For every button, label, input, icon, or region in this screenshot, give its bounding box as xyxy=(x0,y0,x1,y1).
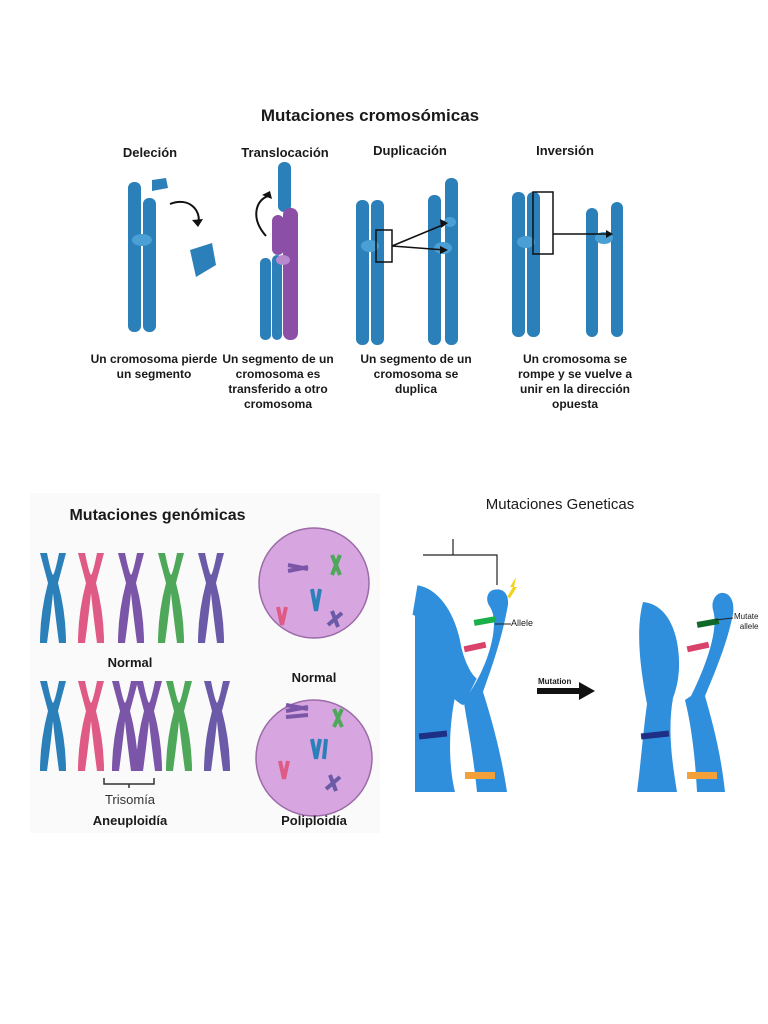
label-inversion: Inversión xyxy=(536,143,594,158)
genomicas-panel: Mutaciones genómicas xyxy=(30,493,380,833)
normal-karyotype-label: Normal xyxy=(107,655,153,670)
mutation-label: Mutation xyxy=(538,677,572,686)
mutated-allele-line: allele xyxy=(739,622,759,631)
caption-translocacion: Un segmento de un cromosoma es transferi… xyxy=(222,352,334,412)
caption-duplicacion: Un segmento de un cromosoma se duplica xyxy=(358,352,474,397)
poliploidia-label: Poliploidía xyxy=(281,813,347,828)
caption-inversion-line: rompe y se vuelve a xyxy=(517,367,633,381)
normal-cell-label: Normal xyxy=(291,670,337,685)
caption-translocacion-line: transferido a otro xyxy=(228,382,328,396)
label-delecion: Deleción xyxy=(122,145,178,160)
cromosomicas-diagram xyxy=(128,162,623,345)
mutated-allele-label: Mutate allele xyxy=(734,612,758,632)
mutation-arrow xyxy=(537,682,595,700)
caption-delecion-line: Un cromosoma pierde xyxy=(90,352,218,366)
caption-duplicacion-line: duplica xyxy=(394,382,437,396)
caption-translocacion-line: Un segmento de un xyxy=(222,352,334,366)
caption-delecion-line: un segmento xyxy=(116,367,192,381)
caption-duplicacion-line: cromosoma se xyxy=(373,367,459,381)
caption-translocacion-line: cromosoma es xyxy=(235,367,321,381)
aneuploidia-label: Aneuploidía xyxy=(92,813,168,828)
caption-duplicacion-line: Un segmento de un xyxy=(360,352,472,366)
allele-label: Allele xyxy=(511,618,534,628)
geneticas-title: Mutaciones Geneticas xyxy=(485,496,635,513)
normal-karyotype xyxy=(40,553,224,643)
normal-cell xyxy=(258,527,370,639)
trisomia-label: Trisomía xyxy=(104,792,156,807)
aneuploidia-karyotype xyxy=(40,681,230,788)
caption-inversion-line: opuesta xyxy=(551,397,598,411)
caption-inversion-line: unir en la dirección xyxy=(519,382,631,396)
caption-delecion: Un cromosoma pierde un segmento xyxy=(90,352,218,382)
cromosomicas-panel: Mutaciones cromosómicas Deleción Translo… xyxy=(90,100,650,420)
genomicas-title: Mutaciones genómicas xyxy=(69,507,246,524)
caption-inversion-line: Un cromosoma se xyxy=(522,352,628,366)
caption-inversion: Un cromosoma se rompe y se vuelve a unir… xyxy=(510,352,640,412)
poliploidia-cell xyxy=(255,699,373,817)
mutated-allele-line: Mutate xyxy=(734,612,759,621)
translocacion-chromosomes xyxy=(255,162,298,340)
mutated-chromosome xyxy=(637,592,734,792)
inversion-chromosomes xyxy=(512,191,623,337)
delecion-chromosome xyxy=(128,178,216,332)
geneticas-panel: Mutaciones Geneticas xyxy=(410,492,760,812)
original-chromosome xyxy=(410,577,517,792)
label-duplicacion: Duplicación xyxy=(373,143,447,158)
genomicas-diagram xyxy=(40,527,373,817)
label-translocacion: Translocación xyxy=(241,145,329,160)
duplicacion-chromosomes xyxy=(356,178,458,345)
geneticas-diagram xyxy=(410,539,734,792)
cromosomicas-title: Mutaciones cromosómicas xyxy=(260,106,480,125)
caption-translocacion-line: cromosoma xyxy=(243,397,313,411)
